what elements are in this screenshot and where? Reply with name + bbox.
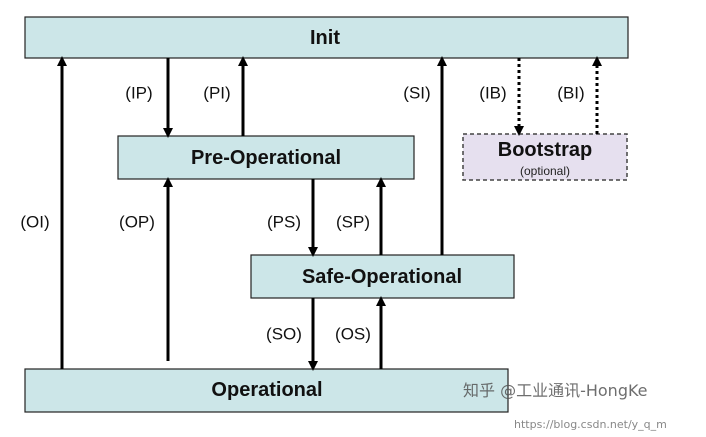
state-bootstrap: Bootstrap (optional)	[462, 133, 628, 181]
state-pre-operational: Pre-Operational	[117, 135, 415, 180]
state-operational: Operational	[24, 368, 509, 413]
pre-operational-box	[117, 135, 415, 180]
label-pi: (PI)	[203, 84, 230, 103]
state-init: Init	[24, 16, 629, 59]
label-bi: (BI)	[557, 84, 584, 103]
safe-operational-box	[250, 254, 515, 299]
pre-operational-label: Pre-Operational	[191, 147, 341, 169]
bootstrap-note: (optional)	[520, 164, 570, 178]
watermark-zhihu: 知乎 @工业通讯-HongKe	[463, 381, 648, 400]
bootstrap-label: Bootstrap	[498, 139, 592, 161]
label-oi: (OI)	[20, 213, 49, 232]
init-box	[24, 16, 629, 59]
watermark-url: https://blog.csdn.net/y_q_m	[514, 418, 667, 431]
label-sp: (SP)	[336, 213, 370, 232]
label-si: (SI)	[403, 84, 430, 103]
label-so: (SO)	[266, 325, 302, 344]
operational-box	[24, 368, 509, 413]
label-op: (OP)	[119, 213, 155, 232]
label-ps: (PS)	[267, 213, 301, 232]
label-ib: (IB)	[479, 84, 506, 103]
operational-label: Operational	[211, 379, 322, 401]
state-safe-operational: Safe-Operational	[250, 254, 515, 299]
safe-operational-label: Safe-Operational	[302, 266, 462, 288]
bootstrap-box	[462, 133, 628, 181]
init-label: Init	[310, 27, 340, 49]
label-os: (OS)	[335, 325, 371, 344]
label-ip: (IP)	[125, 84, 152, 103]
